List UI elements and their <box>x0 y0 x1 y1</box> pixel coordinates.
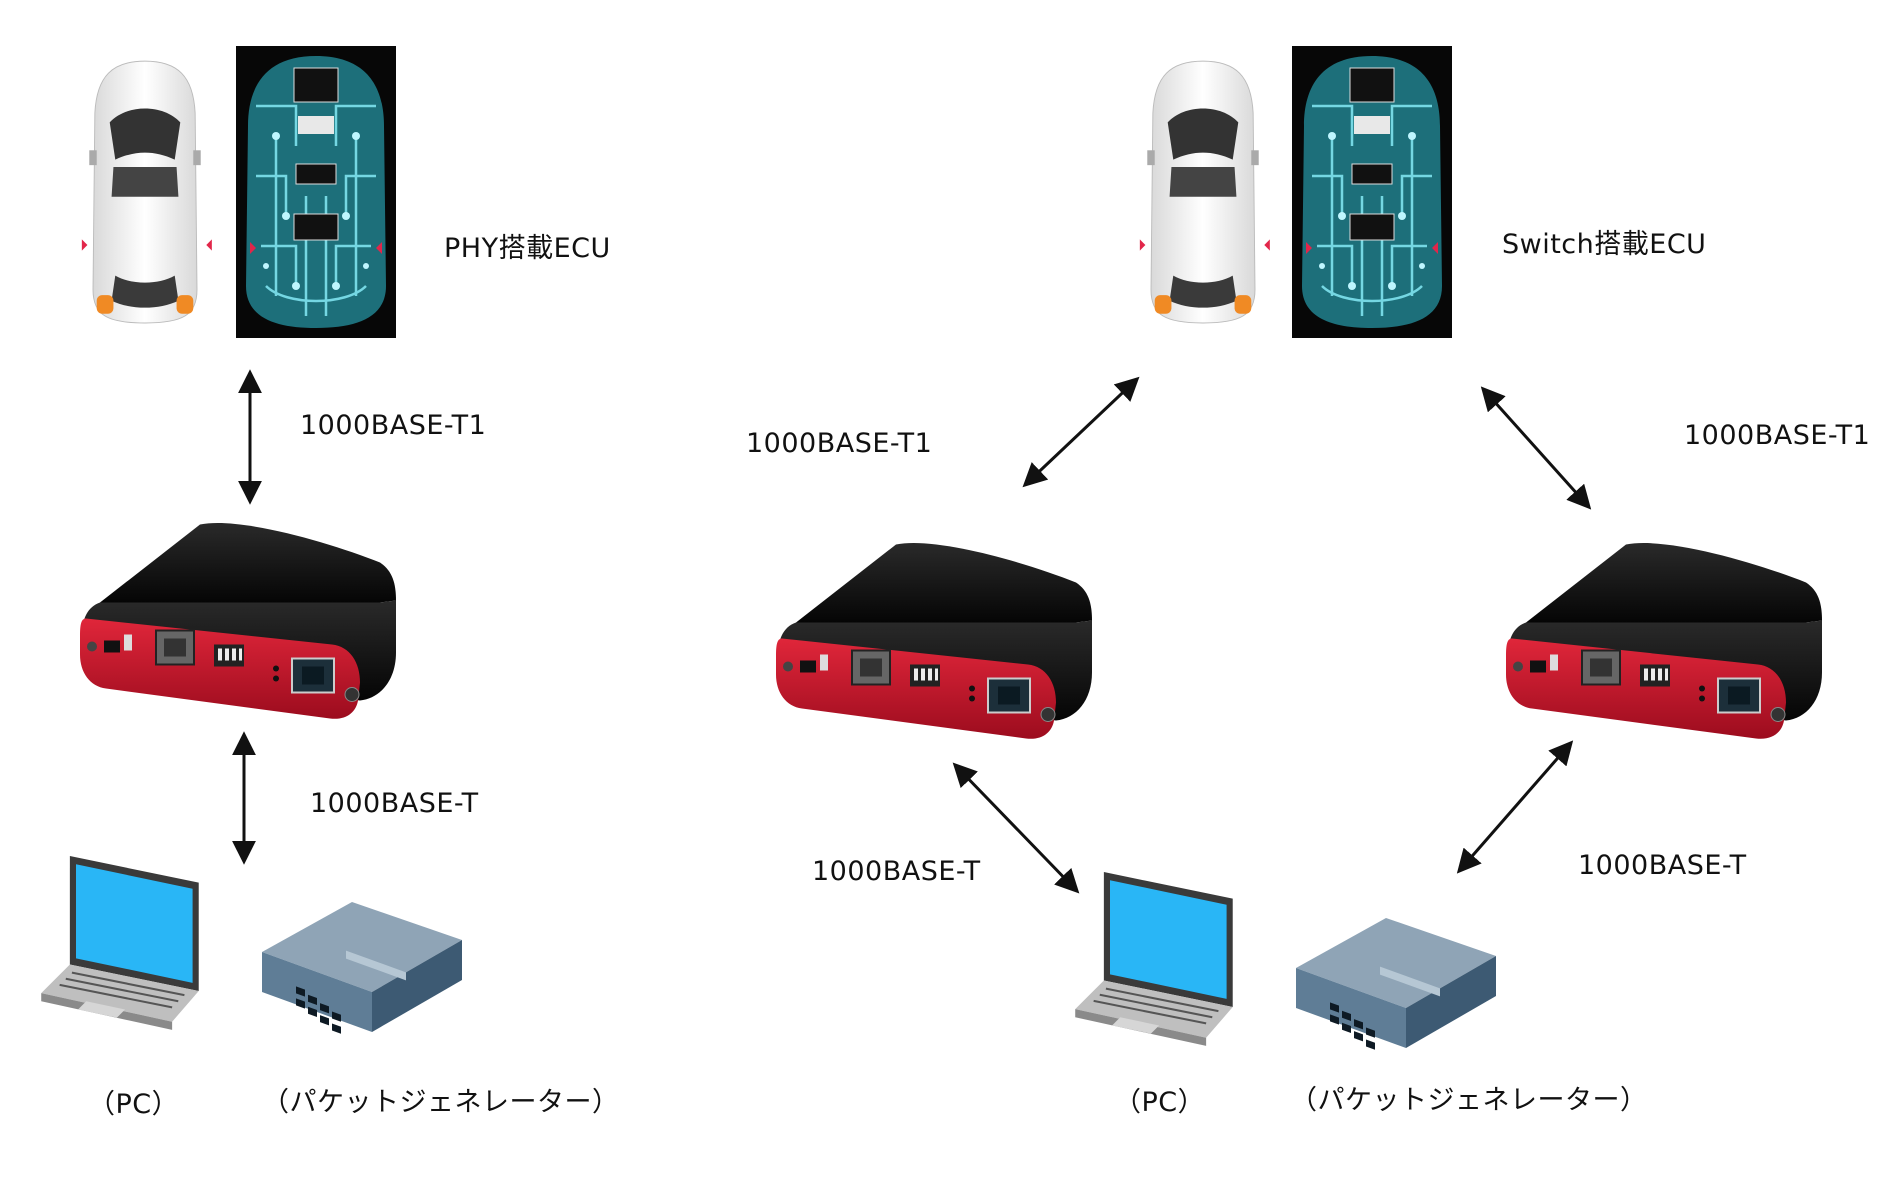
pc-label-left: （PC） <box>88 1089 180 1120</box>
t-link-label-right-b: 1000BASE-T <box>1578 850 1747 881</box>
pc-label-right: （PC） <box>1114 1087 1206 1118</box>
switch-ecu-label: Switch搭載ECU <box>1502 229 1707 260</box>
arrow-converter-to-pg-right-b <box>1456 740 1574 874</box>
packet-generator-label-left: （パケットジェネレーター） <box>262 1087 620 1118</box>
phy-ecu-label: PHY搭載ECU <box>444 233 611 264</box>
t1-link-label-right-b: 1000BASE-T1 <box>1684 420 1871 451</box>
t-link-label-right-a: 1000BASE-T <box>812 856 981 887</box>
packet-generator-label-right: （パケットジェネレーター） <box>1290 1085 1648 1116</box>
t1-link-label-left: 1000BASE-T1 <box>300 410 487 441</box>
arrow-converter-to-pc-right-a <box>952 762 1080 894</box>
t-link-label-left: 1000BASE-T <box>310 788 479 819</box>
arrow-ecu-to-converter-right-b <box>1480 386 1592 510</box>
arrow-ecu-to-converter-right-a <box>1022 376 1140 488</box>
t1-link-label-right-a: 1000BASE-T1 <box>746 428 933 459</box>
